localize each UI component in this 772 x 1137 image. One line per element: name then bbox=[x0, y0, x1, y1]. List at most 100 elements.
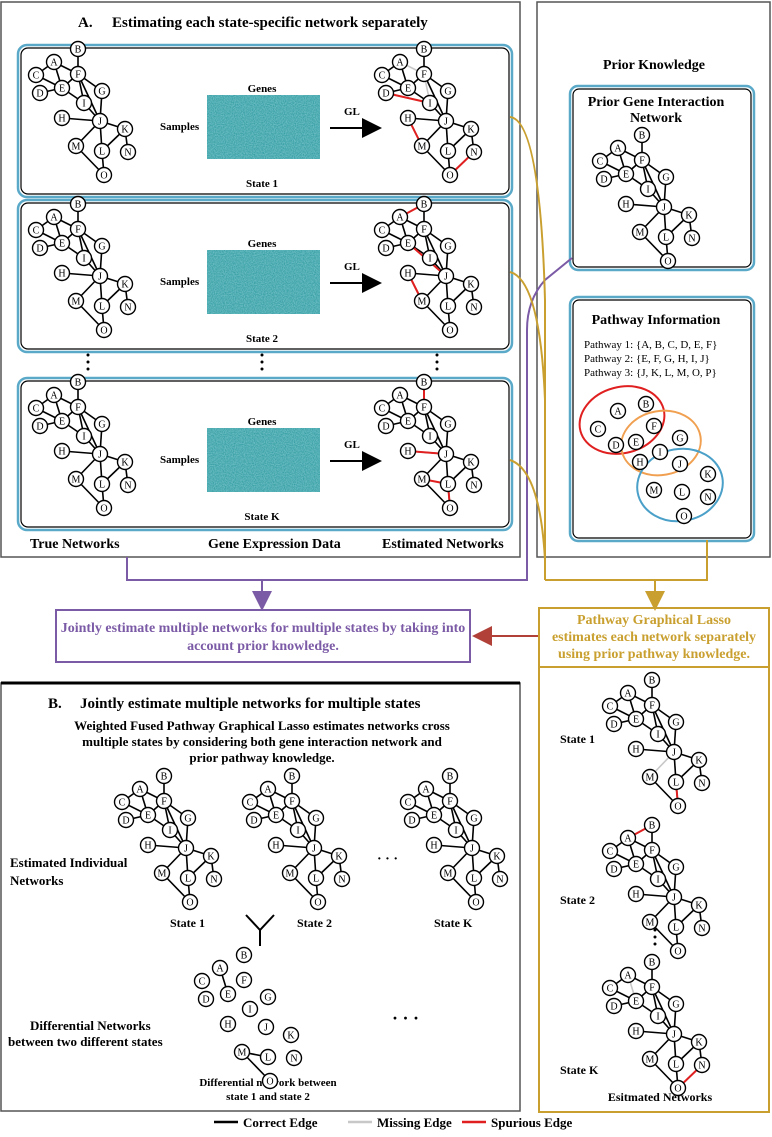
pathway-3: Pathway 3: {J, K, L, M, O, P} bbox=[584, 367, 717, 379]
gene-node-label: H bbox=[58, 114, 65, 125]
gene-node-l bbox=[439, 475, 457, 493]
pathway-1: Pathway 1: {A, B, C, D, E, F} bbox=[584, 339, 717, 351]
gene-node-label: L bbox=[313, 874, 319, 885]
gold-connector-s2 bbox=[509, 271, 546, 401]
gene-node-label: N bbox=[124, 303, 131, 314]
gene-node-label: I bbox=[296, 826, 299, 837]
gene-node-e bbox=[627, 710, 645, 728]
gene-node-g bbox=[439, 237, 457, 255]
gene-node-c bbox=[591, 152, 609, 170]
gene-node-label: D bbox=[408, 816, 415, 827]
gene-node-label: G bbox=[444, 242, 451, 253]
gene-node-label: K bbox=[467, 458, 475, 469]
est-label-2: Networks bbox=[10, 873, 63, 888]
gene-node-g bbox=[307, 809, 325, 827]
gene-node-label: F bbox=[649, 983, 655, 994]
gene-node-e bbox=[219, 985, 237, 1003]
gene-node-e bbox=[399, 234, 417, 252]
gene-node-label: E bbox=[431, 811, 437, 822]
gene-node-j bbox=[665, 1025, 683, 1043]
gene-node-h bbox=[627, 1022, 645, 1040]
gene-node-label: K bbox=[121, 458, 129, 469]
gene-node-label: H bbox=[224, 1020, 231, 1031]
gene-node-label: C bbox=[33, 404, 40, 415]
gene-node-a bbox=[391, 53, 409, 71]
gene-node-f bbox=[69, 220, 87, 238]
gene-node-label: D bbox=[122, 816, 129, 827]
gene-node-label: C bbox=[199, 977, 206, 988]
gene-node-d bbox=[197, 990, 215, 1008]
gene-node-k bbox=[116, 453, 134, 471]
gene-node-label: G bbox=[98, 87, 105, 98]
gene-node-o bbox=[441, 499, 459, 517]
gene-node-e bbox=[425, 806, 443, 824]
gene-node-o bbox=[309, 893, 327, 911]
gene-node-o bbox=[95, 499, 113, 517]
gene-node-label: M bbox=[238, 1048, 247, 1059]
gene-node-g bbox=[439, 82, 457, 100]
gene-node-l bbox=[667, 918, 685, 936]
gene-node-n bbox=[491, 870, 509, 888]
gin-title-1: Prior Gene Interaction bbox=[588, 95, 725, 110]
gene-node-label: K bbox=[493, 852, 501, 863]
prior-panel-border bbox=[536, 1, 771, 558]
gene-node-label: O bbox=[674, 1084, 681, 1095]
gene-node-f bbox=[643, 841, 661, 859]
pgl-text-3: using prior pathway knowledge. bbox=[558, 647, 750, 662]
gene-node-d bbox=[245, 811, 263, 829]
diff-label-2: between two different states bbox=[8, 1034, 163, 1049]
gene-node-label: B bbox=[421, 200, 428, 211]
gene-node-l bbox=[667, 1055, 685, 1073]
panel-a-title: Estimating each state-specific network s… bbox=[112, 15, 428, 31]
gene-node-label: N bbox=[124, 481, 131, 492]
gene-node-label: I bbox=[82, 254, 85, 265]
gene-node-label: B bbox=[75, 200, 82, 211]
gene-node-label: I bbox=[428, 254, 431, 265]
gene-node-label: J bbox=[672, 893, 676, 904]
gene-node-label: G bbox=[470, 814, 477, 825]
gene-node-k bbox=[202, 847, 220, 865]
gene-node-a bbox=[619, 966, 637, 984]
gene-node-b bbox=[69, 195, 87, 213]
gene-node-i bbox=[161, 821, 179, 839]
gene-node-label: O bbox=[674, 947, 681, 958]
genes-label: Genes bbox=[248, 83, 277, 95]
gene-node-i bbox=[241, 1000, 259, 1018]
gene-node-label: K bbox=[287, 1031, 295, 1042]
pgl-ellipsis bbox=[653, 928, 657, 946]
gene-node-label: G bbox=[264, 993, 271, 1004]
joint-box bbox=[55, 609, 471, 663]
gene-node-label: O bbox=[664, 257, 671, 268]
pathway-node-label: A bbox=[614, 407, 622, 418]
gene-node-c bbox=[27, 399, 45, 417]
panel-b-desc-3: prior pathway knowledge. bbox=[189, 750, 334, 765]
gene-node-label: O bbox=[472, 898, 479, 909]
state-label: State 1 bbox=[246, 178, 278, 190]
gene-node-label: C bbox=[33, 226, 40, 237]
gene-node-g bbox=[93, 415, 111, 433]
gene-node-label: J bbox=[98, 117, 102, 128]
pathway-node-label: B bbox=[643, 400, 650, 411]
gene-node-label: C bbox=[33, 71, 40, 82]
gene-node-label: F bbox=[649, 846, 655, 857]
gene-node-label: A bbox=[624, 971, 632, 982]
gene-node-b bbox=[155, 767, 173, 785]
gene-node-i bbox=[75, 427, 93, 445]
state-label: State K bbox=[244, 511, 280, 523]
gene-node-label: K bbox=[685, 211, 693, 222]
gene-node-d bbox=[403, 811, 421, 829]
gene-node-label: D bbox=[250, 816, 257, 827]
gene-node-d bbox=[605, 860, 623, 878]
gene-node-h bbox=[219, 1015, 237, 1033]
pathway-node-o bbox=[675, 507, 693, 525]
gene-node-e bbox=[139, 806, 157, 824]
gene-node-o bbox=[261, 1072, 279, 1090]
gene-node-label: J bbox=[444, 117, 448, 128]
gene-node-a bbox=[391, 208, 409, 226]
gene-node-l bbox=[667, 773, 685, 791]
gene-node-l bbox=[179, 869, 197, 887]
gene-node-n bbox=[119, 476, 137, 494]
